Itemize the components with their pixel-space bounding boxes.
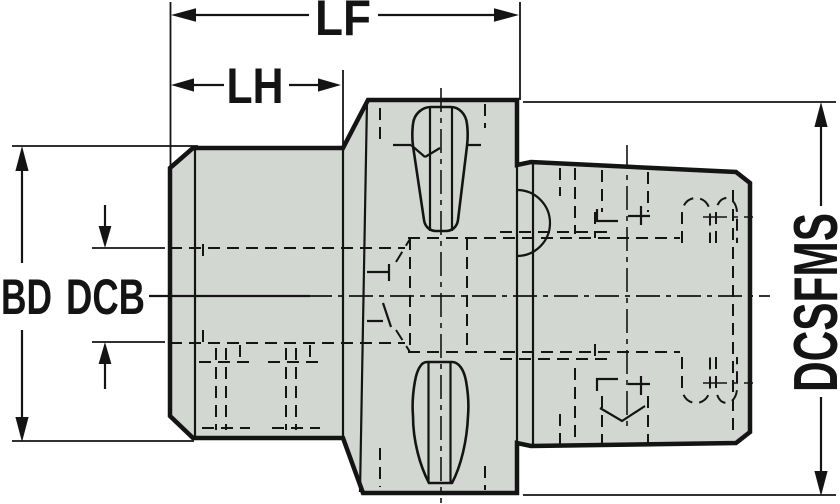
internal-step-details [367,206,650,423]
dimension-label-dcb: DCB [66,269,145,325]
drive-slot-top [393,105,481,233]
dimension-dcb: DCB [66,205,310,389]
dimension-label-lh: LH [227,58,284,114]
dimension-dcsfms: DCSFMS [523,101,840,496]
dcsfms-arrow-bottom [814,471,828,496]
dimension-label-lf: LF [315,0,371,46]
hidden-lines [170,104,738,490]
bd-arrow-bottom [15,417,29,442]
tool-body [167,88,770,503]
dcb-tick-lines [92,247,165,343]
lh-arrow-left [171,78,194,92]
dimension-label-bd: BD [1,269,52,325]
lf-extension-lines [169,2,521,168]
drive-slot-bottom [411,360,470,485]
hidden-coupling [559,168,734,444]
bd-arrow-top [15,146,29,171]
hidden-socket [395,238,468,353]
dcb-arrow-down [98,226,112,248]
dimension-lf: LF [169,0,521,168]
dimension-label-dcsfms: DCSFMS [782,213,840,392]
lf-arrow-left [171,8,196,22]
dcb-arrow-up [98,342,112,364]
coupling-face-arc [516,188,552,258]
lh-arrow-right [318,78,341,92]
bd-extension-lines [12,145,198,442]
dcsfms-extension-lines [523,101,836,496]
hidden-slots-shank [199,244,322,430]
center-lines [308,88,770,503]
dimension-bd: BD [1,145,198,442]
lf-arrow-right [494,8,519,22]
dimension-lh: LH [171,58,344,146]
dcsfms-arrow-top [814,102,828,127]
drill-cone [599,405,646,423]
